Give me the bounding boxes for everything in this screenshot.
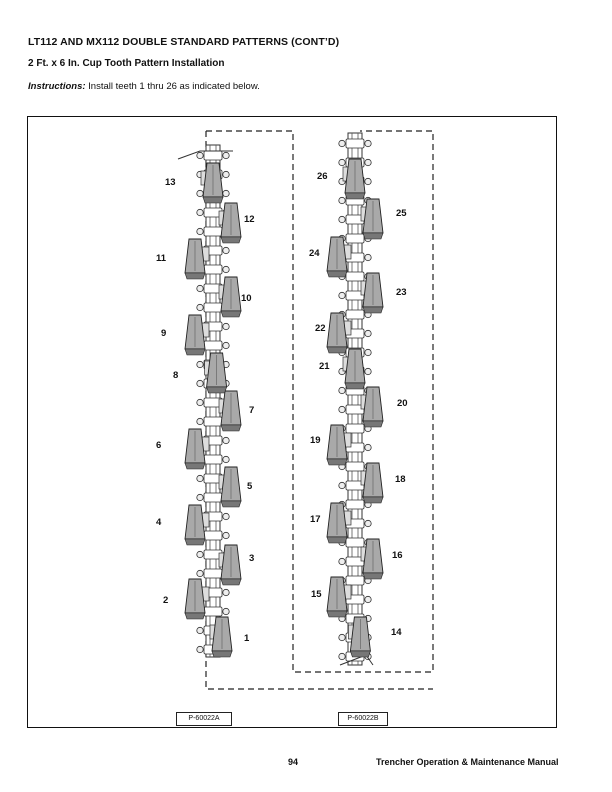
cup-tooth <box>200 162 224 204</box>
tooth-number: 3 <box>249 553 255 564</box>
tooth-number: 19 <box>310 435 321 446</box>
tooth-number: 14 <box>391 627 402 638</box>
tooth-number: 13 <box>165 177 176 188</box>
figure-tag-b: P-60022B <box>338 712 388 726</box>
tooth-pattern-figure: 1 2 3 4 5 6 7 8 9 10 11 12 13 14 15 16 1… <box>27 116 557 728</box>
cup-tooth <box>204 352 228 394</box>
teeth <box>184 158 384 658</box>
tooth-number: 5 <box>247 481 253 492</box>
cup-tooth <box>218 390 242 432</box>
tooth-number: 25 <box>396 208 407 219</box>
tooth-number: 21 <box>319 361 330 372</box>
cup-tooth <box>360 272 384 314</box>
page-title: LT112 AND MX112 DOUBLE STANDARD PATTERNS… <box>28 36 340 48</box>
tooth-number: 11 <box>156 253 167 264</box>
cup-tooth <box>326 424 352 466</box>
cup-tooth <box>326 502 352 544</box>
tooth-number: 18 <box>395 474 406 485</box>
tooth-number: 20 <box>397 398 408 409</box>
cup-tooth <box>184 238 210 280</box>
tooth-number: 7 <box>249 405 255 416</box>
cup-tooth <box>360 386 384 428</box>
tooth-number: 22 <box>315 323 326 334</box>
cup-tooth <box>184 504 210 546</box>
instructions-label: Instructions: <box>28 81 86 92</box>
tooth-number: 6 <box>156 440 162 451</box>
cup-tooth <box>348 616 371 658</box>
tooth-number: 4 <box>156 517 162 528</box>
cup-tooth <box>209 616 233 658</box>
tooth-number: 17 <box>310 514 321 525</box>
cup-tooth <box>218 466 242 508</box>
manual-title: Trencher Operation & Maintenance Manual <box>376 757 559 767</box>
tooth-number: 12 <box>244 214 255 225</box>
tooth-number: 1 <box>244 633 250 644</box>
cup-tooth <box>360 538 384 580</box>
tooth-number: 26 <box>317 171 328 182</box>
tooth-pattern-drawing <box>177 130 434 690</box>
instructions-text: Install teeth 1 thru 26 as indicated bel… <box>85 81 260 92</box>
cup-tooth <box>218 544 242 586</box>
cup-tooth <box>184 314 210 356</box>
tooth-number: 23 <box>396 287 407 298</box>
instructions: Instructions: Install teeth 1 thru 26 as… <box>28 81 260 92</box>
dashed-outline-inner <box>206 130 434 673</box>
tooth-number: 2 <box>163 595 169 606</box>
tooth-number: 10 <box>241 293 252 304</box>
tooth-number: 15 <box>311 589 322 600</box>
cup-tooth <box>342 348 366 390</box>
cup-tooth <box>218 202 242 244</box>
chain-right <box>338 132 374 666</box>
cup-tooth <box>360 198 384 240</box>
cup-tooth <box>342 158 366 200</box>
tooth-number: 8 <box>173 370 179 381</box>
cup-tooth <box>360 462 384 504</box>
cup-tooth <box>184 578 210 620</box>
tooth-number: 16 <box>392 550 403 561</box>
cup-tooth <box>326 236 352 278</box>
section-subtitle: 2 Ft. x 6 In. Cup Tooth Pattern Installa… <box>28 58 225 69</box>
cup-tooth <box>184 428 210 470</box>
cup-tooth <box>326 312 352 354</box>
cup-tooth <box>218 276 242 318</box>
tooth-number: 9 <box>161 328 167 339</box>
tooth-number: 24 <box>309 248 320 259</box>
figure-tag-a: P-60022A <box>176 712 232 726</box>
cup-tooth <box>326 576 352 618</box>
page-number: 94 <box>288 757 299 767</box>
